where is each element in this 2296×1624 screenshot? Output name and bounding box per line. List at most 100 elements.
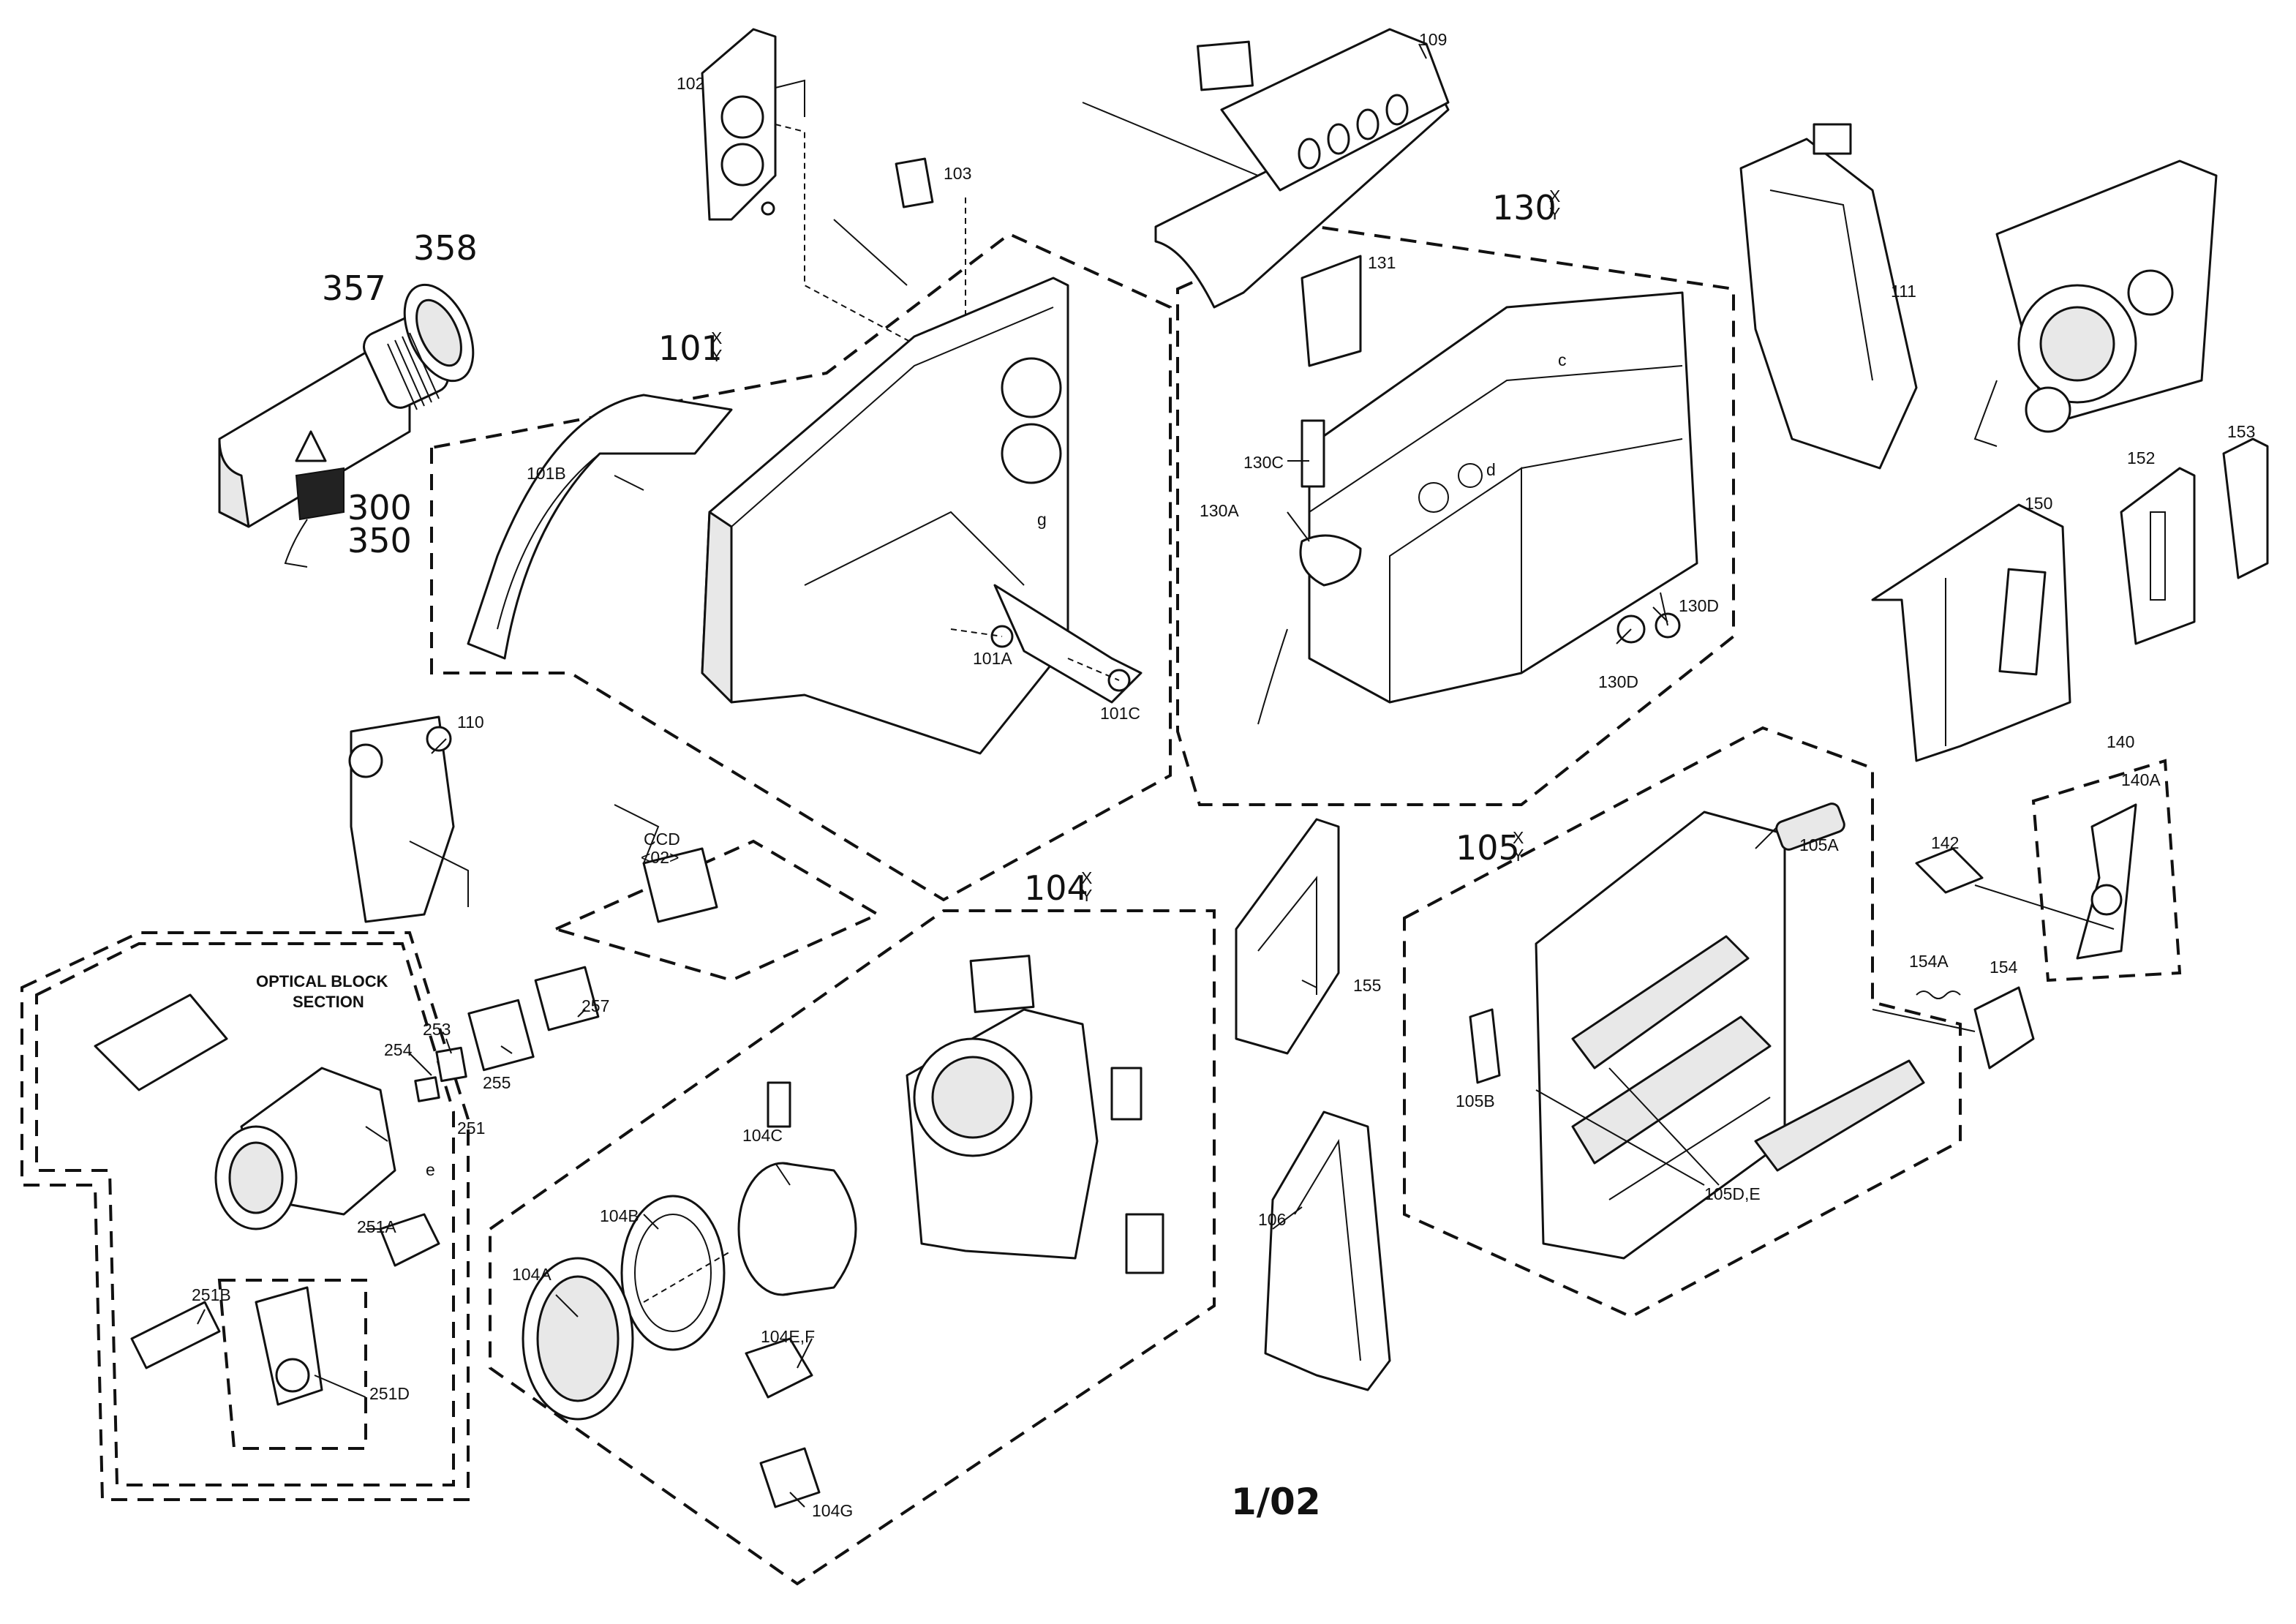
part-label-358: 358 (413, 228, 478, 268)
part-label-104a: 104A (512, 1265, 552, 1284)
group-140-outline (2031, 759, 2182, 982)
part-104ef-cover (745, 1337, 813, 1399)
part-152-plate (2120, 467, 2196, 645)
part-251a-motor (379, 1213, 440, 1267)
part-label-154a: 154A (1909, 952, 1949, 971)
part-label-105de: 105D,E (1704, 1184, 1761, 1203)
part-251b-motor (130, 1301, 221, 1369)
part-label-d: d (1486, 460, 1496, 479)
part-label-253: 253 (423, 1020, 451, 1039)
part-label-255: 255 (483, 1073, 511, 1092)
group-label-105: 105 (1456, 828, 1520, 868)
part-label-c: c (1558, 350, 1567, 369)
group-101-outline (430, 232, 1172, 902)
part-label-251b: 251B (192, 1285, 231, 1304)
part-105a-label (1775, 802, 1845, 851)
part-110-mechanism (348, 715, 469, 923)
part-label-257: 257 (581, 996, 609, 1015)
part-103-label (895, 157, 934, 208)
part-label-350: 350 (347, 521, 412, 560)
part-label-130c: 130C (1243, 453, 1284, 472)
part-142-bracket (1915, 847, 1984, 894)
group-mark-104: X (1081, 868, 1092, 887)
group-label-101: 101 (658, 328, 723, 368)
part-255-holder (467, 999, 535, 1072)
group-mark-130b: Y (1549, 204, 1560, 223)
part-label-e: e (426, 1160, 435, 1179)
part-111-side-frame (1739, 123, 1918, 470)
part-label-109: 109 (1419, 30, 1447, 49)
part-105de-panel (1754, 1059, 1925, 1172)
part-label-130d-a: 130D (1679, 596, 1719, 615)
optical-block-subtitle: SECTION (293, 993, 364, 1011)
motor-assembly (1973, 159, 2218, 447)
part-104a-lens-hood (522, 1257, 634, 1421)
part-104b-lens-ring (620, 1195, 726, 1351)
part-155-bracket (1235, 818, 1340, 1055)
part-154-button (1973, 986, 2035, 1069)
part-257-ccd-holder (534, 966, 600, 1031)
part-label-152: 152 (2127, 448, 2155, 467)
part-label-130d-b: 130D (1598, 672, 1638, 691)
part-104g-light (759, 1447, 821, 1508)
part-105b-clip (1469, 1008, 1501, 1084)
optical-block-lens-unit (94, 993, 396, 1230)
part-254-filter (414, 1076, 440, 1102)
part-label-104g: 104G (812, 1501, 853, 1520)
part-251d-sensor (255, 1286, 323, 1406)
part-label-101b: 101B (527, 464, 566, 483)
part-labels: 102 103 109 131 111 101B g 101A 101C 130… (192, 30, 2255, 1520)
part-104-front-housing (767, 955, 1164, 1274)
page-number: 1/02 (1231, 1481, 1321, 1523)
part-label-101c: 101C (1100, 704, 1140, 723)
group-mark-130: X (1549, 187, 1560, 206)
group-105-outline (1403, 726, 1962, 1319)
optical-block-outline-inner (35, 942, 455, 1486)
viewfinder-assembly (218, 283, 475, 568)
part-label-105b: 105B (1456, 1091, 1495, 1110)
group-mark-101: X (711, 328, 722, 347)
group-mark-105b: Y (1513, 846, 1524, 865)
part-label-105a: 105A (1799, 835, 1839, 854)
part-102-side-cover (701, 28, 805, 221)
group-mark-104b: Y (1081, 886, 1092, 905)
group-label-104: 104 (1024, 868, 1088, 908)
part-101-case-frame (701, 277, 1143, 755)
ccd-label: CCD (644, 830, 680, 849)
part-105-side-cover (1535, 811, 1786, 1260)
part-label-106: 106 (1258, 1210, 1286, 1229)
part-153-plate (2222, 437, 2269, 579)
part-label-104ef: 104E,F (761, 1327, 815, 1346)
group-label-130: 130 (1492, 188, 1557, 228)
part-106-grip (1264, 1110, 1391, 1391)
part-label-142: 142 (1931, 833, 1959, 852)
part-label-140a: 140A (2121, 770, 2161, 789)
part-140-lever (2076, 803, 2137, 960)
part-label-111: 111 (1891, 282, 1916, 301)
part-label-140: 140 (2107, 732, 2134, 751)
part-104c-lens-ring (737, 1162, 857, 1296)
part-253-filter (435, 1046, 467, 1083)
part-label-g: g (1037, 510, 1047, 529)
part-label-254: 254 (384, 1040, 413, 1059)
part-label-357: 357 (322, 268, 386, 308)
part-label-153: 153 (2227, 422, 2255, 441)
leader-lines (197, 43, 1778, 1508)
part-150-cassette-holder (1871, 503, 2071, 762)
part-101b-hand-strap (467, 394, 733, 660)
group-104-outline (489, 909, 1216, 1586)
group-mark-101b: Y (711, 346, 722, 365)
part-label-130a: 130A (1200, 501, 1239, 520)
optical-block-outline-outer (20, 931, 470, 1501)
part-label-104c: 104C (742, 1126, 783, 1145)
part-label-104b: 104B (600, 1206, 639, 1225)
group-ccd-outline (552, 839, 881, 982)
part-label-110: 110 (457, 713, 484, 732)
group-251d-outline (217, 1279, 367, 1450)
group-130-outline (1176, 225, 1735, 806)
ccd-label-sub: <02> (641, 848, 679, 867)
part-label-154: 154 (1990, 958, 2018, 977)
part-label-103: 103 (944, 164, 971, 183)
part-130-chassis (1257, 255, 1698, 725)
